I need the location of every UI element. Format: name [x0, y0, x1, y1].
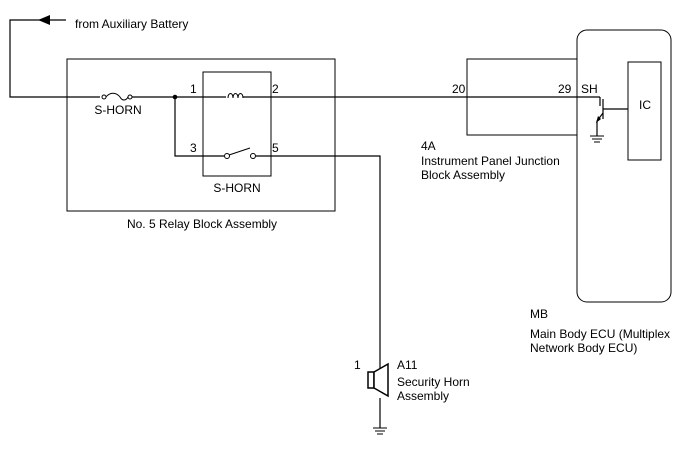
ic-label: IC — [639, 98, 651, 112]
ecu-name-line1: Main Body ECU (Multiplex — [530, 327, 670, 341]
relay-box — [202, 71, 272, 177]
horn-code: A11 — [397, 358, 418, 372]
junction-code: 4A — [421, 139, 436, 153]
pin1-to-switch-wire — [174, 97, 224, 157]
ic-box — [627, 61, 662, 161]
junction-pin-20: 20 — [452, 82, 466, 96]
ecu-code: MB — [530, 307, 548, 321]
horn-pin-1: 1 — [354, 358, 361, 372]
transistor-icon — [580, 96, 628, 136]
ecu-name-line2: Network Body ECU) — [530, 341, 637, 355]
relay-block-label: No. 5 Relay Block Assembly — [127, 217, 277, 231]
ecu-signal-sh: SH — [581, 82, 598, 96]
relay-pin-5: 5 — [272, 141, 279, 155]
horn-name-line2: Assembly — [397, 389, 449, 403]
battery-arrow-icon — [38, 15, 50, 25]
relay-pin-2: 2 — [272, 82, 279, 96]
ecu-pin-29: 29 — [558, 82, 572, 96]
fuse-label: S-HORN — [94, 103, 141, 117]
junction-name-line2: Block Assembly — [421, 168, 505, 182]
battery-label: from Auxiliary Battery — [75, 17, 188, 31]
horn-ground-icon — [373, 427, 387, 435]
ecu-box — [576, 29, 672, 303]
junction-name-line1: Instrument Panel Junction — [421, 154, 560, 168]
relay-block-box — [66, 58, 336, 212]
fuse-icon — [101, 92, 133, 101]
horn-name-line1: Security Horn — [397, 375, 470, 389]
relay-coil-icon — [227, 93, 244, 99]
relay-pin-3: 3 — [190, 141, 197, 155]
relay-label: S-HORN — [213, 181, 260, 195]
horn-icon — [367, 362, 389, 398]
relay-pin-1: 1 — [190, 82, 197, 96]
relay-switch-icon — [224, 147, 256, 159]
ecu-ground-icon — [590, 135, 604, 143]
switch-to-horn-wire — [256, 155, 381, 368]
